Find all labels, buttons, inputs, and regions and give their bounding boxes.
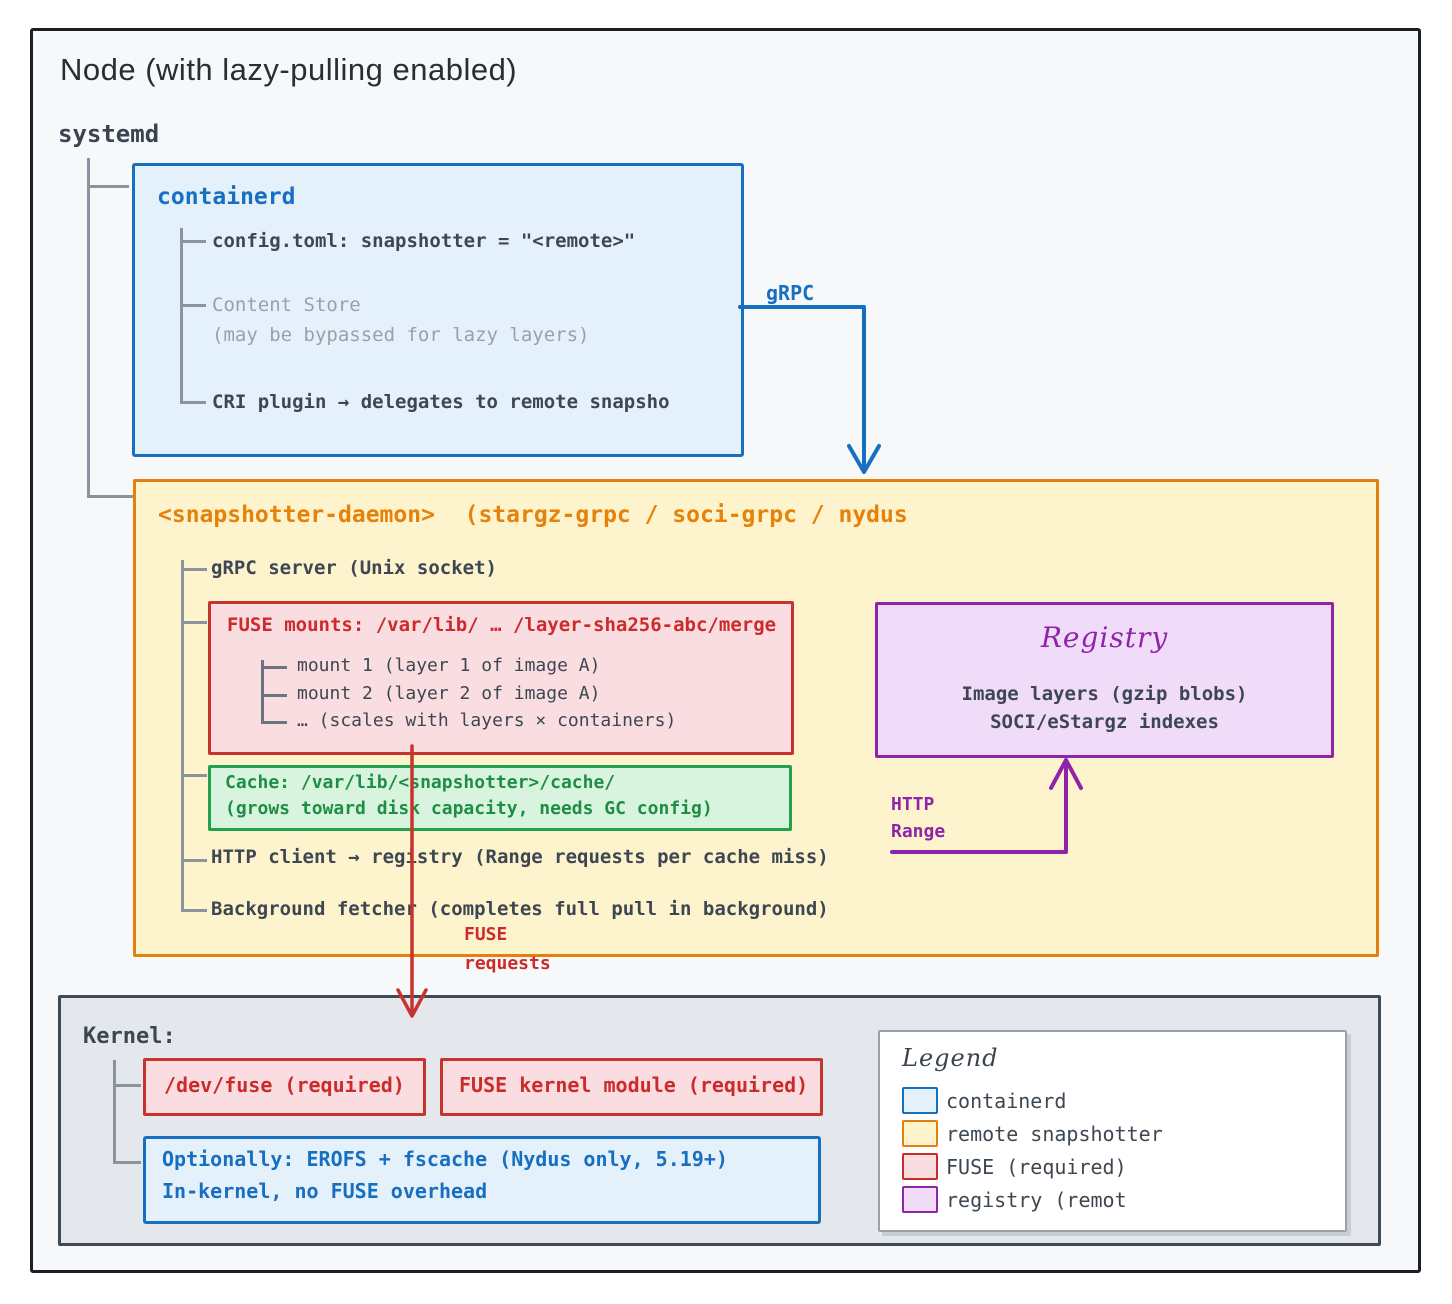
snapshotter-tree-vline <box>181 560 184 910</box>
node-title: Node (with lazy-pulling enabled) <box>60 52 518 87</box>
http-client-item: HTTP client → registry (Range requests p… <box>211 846 829 868</box>
containerd-tree-tick-1 <box>180 240 206 243</box>
fuse-requests-label-2: requests <box>464 953 551 974</box>
legend-label-1: remote snapshotter <box>946 1122 1163 1146</box>
erofs-line-2: In-kernel, no FUSE overhead <box>162 1179 488 1203</box>
legend-swatch-3 <box>902 1186 938 1213</box>
containerd-tree-vline <box>180 228 183 403</box>
containerd-config-item: config.toml: snapshotter = "<remote>" <box>212 230 636 252</box>
containerd-tree-tick-2 <box>180 304 206 307</box>
containerd-title: containerd <box>157 184 296 210</box>
erofs-box: Optionally: EROFS + fscache (Nydus only,… <box>143 1136 821 1224</box>
snapshotter-tree-tick-cache <box>181 774 207 777</box>
legend-label-3: registry (remot <box>946 1188 1127 1212</box>
systemd-tree-branch-snapshotter <box>87 495 133 498</box>
legend-swatch-2 <box>902 1153 938 1180</box>
background-fetcher-item: Background fetcher (completes full pull … <box>211 898 829 920</box>
erofs-line-1: Optionally: EROFS + fscache (Nydus only,… <box>162 1147 728 1171</box>
containerd-content-store-note: (may be bypassed for lazy layers) <box>212 324 590 346</box>
fuse-mounts-tick-2 <box>261 694 287 697</box>
snapshotter-tree-tick-background <box>181 909 207 912</box>
snapshotter-tree-tick-http <box>181 859 207 862</box>
systemd-label: systemd <box>58 120 160 148</box>
registry-line-2: SOCI/eStargz indexes <box>990 711 1219 733</box>
containerd-box: containerd config.toml: snapshotter = "<… <box>132 163 744 457</box>
fuse-mounts-box: FUSE mounts: /var/lib/ … /layer-sha256-a… <box>208 601 794 755</box>
legend-label-0: containerd <box>946 1089 1067 1113</box>
dev-fuse-box: /dev/fuse (required) <box>143 1058 426 1116</box>
legend-label-2: FUSE (required) <box>946 1155 1127 1179</box>
fuse-mount-item-2: mount 2 (layer 2 of image A) <box>297 683 601 704</box>
cache-box: Cache: /var/lib/<snapshotter>/cache/ (gr… <box>208 765 792 831</box>
registry-title: Registry <box>1040 621 1169 654</box>
snapshotter-title: <snapshotter-daemon> <box>158 502 435 528</box>
kernel-tree-vline <box>113 1060 116 1163</box>
kernel-tree-tick-2 <box>113 1161 141 1164</box>
snapshotter-tree-tick-grpc <box>181 568 207 571</box>
legend-box: Legend containerd remote snapshotter FUS… <box>878 1030 1347 1232</box>
grpc-server-item: gRPC server (Unix socket) <box>211 557 497 579</box>
fuse-mounts-title: FUSE mounts: /var/lib/ … /layer-sha256-a… <box>227 614 777 636</box>
legend-title: Legend <box>902 1044 999 1072</box>
registry-box: Registry Image layers (gzip blobs) SOCI/… <box>875 602 1334 758</box>
grpc-arrow-label: gRPC <box>766 281 815 305</box>
dev-fuse-label: /dev/fuse (required) <box>164 1073 405 1097</box>
cache-line-1: Cache: /var/lib/<snapshotter>/cache/ <box>225 772 616 793</box>
fuse-mount-item-3: … (scales with layers × containers) <box>297 710 677 731</box>
containerd-content-store-item: Content Store <box>212 294 361 316</box>
fuse-module-label: FUSE kernel module (required) <box>459 1073 809 1097</box>
snapshotter-title-suffix: (stargz-grpc / soci-grpc / nydus <box>464 502 908 528</box>
kernel-tree-tick-1 <box>113 1084 141 1087</box>
fuse-mount-item-1: mount 1 (layer 1 of image A) <box>297 655 601 676</box>
cache-line-2: (grows toward disk capacity, needs GC co… <box>225 798 713 819</box>
legend-swatch-1 <box>902 1120 938 1147</box>
fuse-module-box: FUSE kernel module (required) <box>440 1058 823 1116</box>
kernel-title: Kernel: <box>83 1024 176 1049</box>
systemd-tree-branch-containerd <box>87 185 129 188</box>
http-range-label-1: HTTP <box>891 794 935 815</box>
fuse-mounts-tick-3 <box>261 721 287 724</box>
fuse-mounts-tree-vline <box>261 660 264 723</box>
containerd-cri-item: CRI plugin → delegates to remote snapsho <box>212 391 670 413</box>
fuse-requests-label-1: FUSE <box>464 924 508 945</box>
legend-swatch-0 <box>902 1087 938 1114</box>
snapshotter-tree-tick-fuse <box>181 621 207 624</box>
snapshotter-daemon-box: <snapshotter-daemon> (stargz-grpc / soci… <box>133 479 1379 957</box>
registry-line-1: Image layers (gzip blobs) <box>961 683 1248 705</box>
fuse-mounts-tick-1 <box>261 666 287 669</box>
containerd-tree-tick-3 <box>180 401 206 404</box>
http-range-label-2: Range <box>891 821 946 842</box>
systemd-tree-vline <box>87 158 90 498</box>
